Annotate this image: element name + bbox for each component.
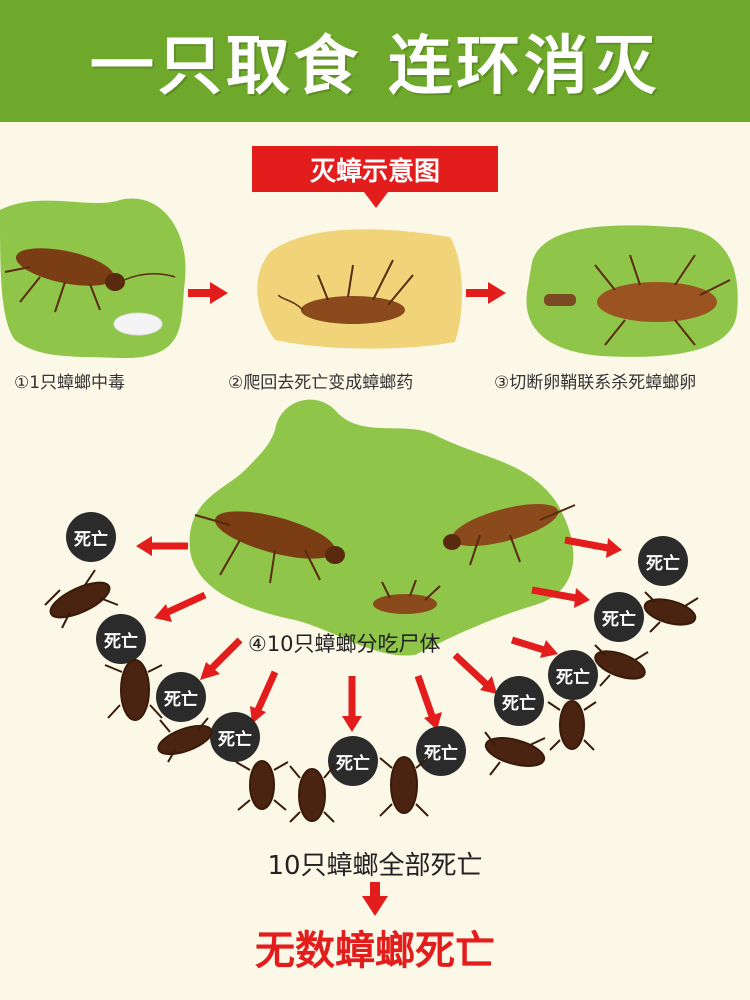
death-badge: 死亡 xyxy=(548,650,598,700)
step4-label: ④10只蟑螂分吃尸体 xyxy=(248,632,441,656)
diagram-badge: 灭蟑示意图 xyxy=(252,146,498,192)
egg-case-icon xyxy=(544,294,576,306)
death-badge: 死亡 xyxy=(210,712,260,762)
dead-cockroach-icon xyxy=(373,580,441,614)
step2-label: ②爬回去死亡变成蟑螂药 xyxy=(228,373,414,393)
badge-pointer-icon xyxy=(364,192,388,208)
dead-cockroach-icon xyxy=(547,700,597,751)
dead-cockroach-icon xyxy=(278,259,414,324)
feeding-cockroach-icon xyxy=(443,503,576,566)
death-badge: 死亡 xyxy=(494,676,544,726)
dead-cockroach-icon xyxy=(157,717,213,763)
center-green-blob xyxy=(189,399,574,656)
final-result-label: 无数蟑螂死亡 xyxy=(255,928,495,974)
dead-cockroach-icon xyxy=(484,731,546,776)
feeding-cockroach-icon xyxy=(194,511,345,584)
arrow-icon xyxy=(414,674,436,718)
bait-powder-icon xyxy=(113,312,163,336)
death-badge: 死亡 xyxy=(638,536,688,586)
poisoned-cockroach-icon xyxy=(4,248,176,313)
death-badge: 死亡 xyxy=(594,592,644,642)
dead-cockroach-icon xyxy=(643,591,699,633)
all-dead-label: 10只蟑螂全部死亡 xyxy=(267,851,483,881)
dead-cockroach-icon xyxy=(594,254,731,346)
death-badge: 死亡 xyxy=(66,512,116,562)
arrow-icon xyxy=(254,670,279,712)
arrow-down-icon xyxy=(362,882,388,916)
death-badge: 死亡 xyxy=(328,736,378,786)
dead-cockroach-icon xyxy=(235,760,289,811)
death-badge: 死亡 xyxy=(416,726,466,776)
death-badge: 死亡 xyxy=(96,614,146,664)
death-badge: 死亡 xyxy=(156,672,206,722)
dead-cockroach-icon xyxy=(104,659,163,721)
arrow-right-icon xyxy=(188,282,228,304)
step3-label: ③切断卵鞘联系杀死蟑螂卵 xyxy=(494,373,697,393)
arrow-right-icon xyxy=(466,282,506,304)
dead-cockroach-icon xyxy=(594,644,649,687)
dead-cockroach-icon xyxy=(289,765,335,823)
step2-yellow-blob xyxy=(257,229,462,349)
page-title: 一只取食 连环消灭 xyxy=(89,30,661,104)
header-banner: 一只取食 连环消灭 xyxy=(0,0,750,122)
step1-label: ①1只蟑螂中毒 xyxy=(14,373,126,393)
